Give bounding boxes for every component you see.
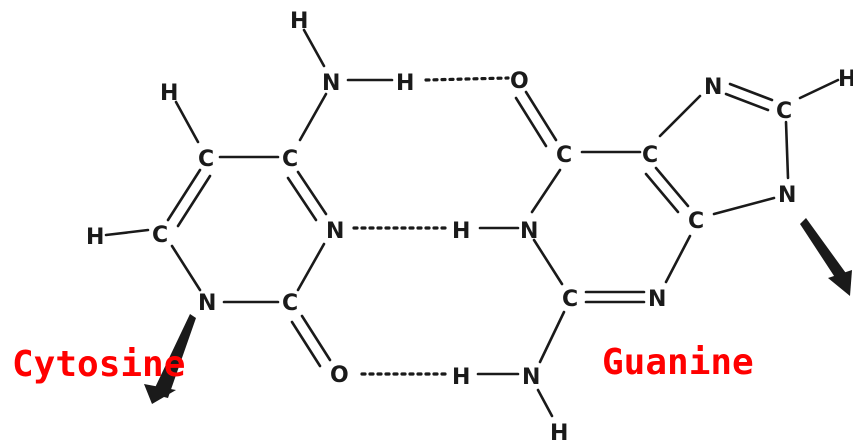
guanine-bonds xyxy=(476,78,840,418)
bond-h-c6 xyxy=(104,228,150,237)
bond-c5-c4-a xyxy=(654,166,690,208)
bond-n-c-amine xyxy=(298,92,328,142)
bond-c5-n7 xyxy=(658,94,702,138)
atom-n9-guanine: N xyxy=(778,183,796,208)
bond-c4-n3 xyxy=(664,234,692,284)
atom-c5-cytosine: C xyxy=(198,147,214,172)
bond-c6-n1 xyxy=(530,168,562,214)
bond-c6-n1 xyxy=(170,244,202,292)
atom-o6-guanine: O xyxy=(510,69,529,94)
bond-c5-c6-a xyxy=(166,168,202,222)
atom-n3-cytosine: N xyxy=(326,219,344,244)
atom-n1-guanine: N xyxy=(520,219,538,244)
atom-h-n1: H xyxy=(452,219,470,244)
bond-c4-n3-a xyxy=(296,170,328,216)
atom-n-amine-guanine: N xyxy=(522,365,540,390)
cytosine-sugar-arrowhead xyxy=(144,384,176,404)
bond-c5-c4-b xyxy=(644,172,680,214)
bond-c4-n3-b xyxy=(286,176,318,222)
bond-c8-n9 xyxy=(784,120,790,180)
atom-h-amine-top: H xyxy=(290,9,308,34)
bond-h-n-amine-top xyxy=(302,28,326,68)
atom-h-c8: H xyxy=(838,67,853,92)
cytosine-sugar-wedge xyxy=(152,314,196,398)
bond-o6-c6-a xyxy=(524,90,558,142)
atom-c6-guanine: C xyxy=(556,143,572,168)
atom-n3-guanine: N xyxy=(648,287,666,312)
bond-n7-c8-a xyxy=(728,82,774,102)
atom-c4-cytosine: C xyxy=(282,147,298,172)
atom-h-amine-bottom: H xyxy=(550,421,568,446)
bond-n-amine-h-bottom xyxy=(536,388,554,418)
atom-n7-guanine: N xyxy=(704,75,722,100)
atom-h-amine: H xyxy=(396,71,414,96)
atom-h-c5: H xyxy=(160,81,178,106)
bond-n1-c2 xyxy=(532,238,564,286)
atom-n-amine: N xyxy=(322,71,340,96)
bond-c2-n-amine xyxy=(538,310,566,364)
hydrogen-bond-top xyxy=(424,76,510,82)
atom-h-amine-guanine: H xyxy=(452,365,470,390)
cytosine-bonds xyxy=(104,28,394,368)
cytosine-caption: Cytosine xyxy=(12,344,185,385)
atom-c5-guanine: C xyxy=(642,143,658,168)
atom-c2-guanine: C xyxy=(562,287,578,312)
bond-n9-c4 xyxy=(712,196,776,216)
atom-o2-cytosine: O xyxy=(330,363,349,388)
bond-c2-o-b xyxy=(290,320,322,368)
bond-c2-o-a xyxy=(300,314,332,362)
bond-o6-c6-b xyxy=(514,96,548,148)
atom-c2-cytosine: C xyxy=(282,291,298,316)
guanine-caption: Guanine xyxy=(602,342,754,383)
atom-c4-guanine: C xyxy=(688,209,704,234)
atom-n1-cytosine: N xyxy=(198,291,216,316)
bond-h-c5 xyxy=(174,100,200,144)
bond-c5-c6-b xyxy=(176,174,212,228)
bond-c8-h xyxy=(798,78,840,100)
atom-c8-guanine: C xyxy=(776,99,792,124)
guanine-sugar-wedge xyxy=(800,218,848,282)
bond-n3-c2 xyxy=(296,242,326,292)
bond-n7-c8-b xyxy=(724,92,770,112)
guanine-sugar-arrowhead xyxy=(828,270,852,296)
atom-c6-cytosine: C xyxy=(152,223,168,248)
atom-h-c6: H xyxy=(86,225,104,250)
